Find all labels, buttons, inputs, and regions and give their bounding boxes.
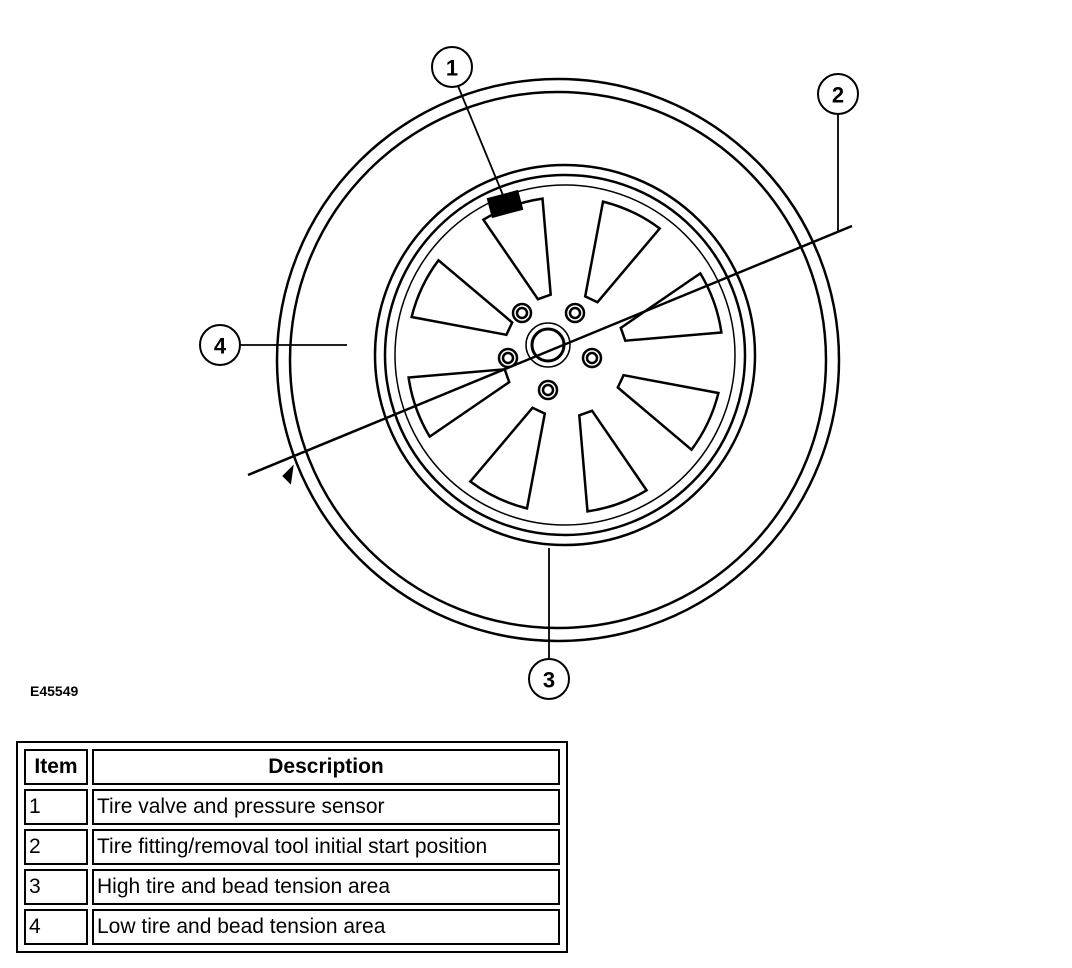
legend-item-number: 3 <box>24 869 88 905</box>
legend-header-description: Description <box>92 749 560 785</box>
spoke-window <box>468 406 547 510</box>
legend-item-description: Low tire and bead tension area <box>92 909 560 945</box>
callout-3-circle <box>528 658 570 700</box>
spoke-window <box>619 271 723 343</box>
legend-item-number: 2 <box>24 829 88 865</box>
lug-nut <box>537 379 559 401</box>
rotation-arrow <box>282 464 294 485</box>
legend-row: 2 Tire fitting/removal tool initial star… <box>24 829 560 865</box>
callout-2-label: 2 <box>832 83 844 108</box>
lug-nut-center <box>541 383 555 397</box>
tire-valve <box>486 189 524 219</box>
spoke-window <box>410 258 514 337</box>
spoke-windows <box>407 197 723 513</box>
legend-item-number: 4 <box>24 909 88 945</box>
lug-nut-center <box>568 306 582 320</box>
rim-outer-edge <box>373 163 757 547</box>
spoke-window <box>583 200 662 304</box>
legend-header-item: Item <box>24 749 88 785</box>
callout-4-circle <box>199 324 241 366</box>
lug-nut <box>581 347 603 369</box>
legend-item-description: Tire fitting/removal tool initial start … <box>92 829 560 865</box>
callout-4-label: 4 <box>214 334 227 359</box>
tire-outer-edge <box>275 77 841 643</box>
rim-lip <box>394 184 736 526</box>
callout-2-circle <box>817 73 859 115</box>
lug-nut-center <box>515 306 529 320</box>
legend-item-number: 1 <box>24 789 88 825</box>
legend-row: 4 Low tire and bead tension area <box>24 909 560 945</box>
legend-row: 1 Tire valve and pressure sensor <box>24 789 560 825</box>
figure-id: E45549 <box>30 683 79 699</box>
hub-ring <box>525 322 571 368</box>
leader-line-1 <box>457 85 506 201</box>
lug-nut-center <box>585 351 599 365</box>
lug-nut <box>564 302 586 324</box>
spoke-window <box>407 367 511 439</box>
callout-3-label: 3 <box>543 668 555 693</box>
rim-inner-edge <box>383 173 747 537</box>
tool-line <box>247 224 853 477</box>
legend-table: Item Description 1 Tire valve and pressu… <box>16 741 568 953</box>
legend-item-description: High tire and bead tension area <box>92 869 560 905</box>
lug-nut-center <box>501 351 515 365</box>
spoke-window <box>577 409 649 513</box>
legend-row: 3 High tire and bead tension area <box>24 869 560 905</box>
spoke-window <box>616 373 720 452</box>
wheel-diagram: 1 2 3 4 <box>199 46 859 700</box>
legend-item-description: Tire valve and pressure sensor <box>92 789 560 825</box>
tire-tread-edge <box>288 90 828 630</box>
callout-1-label: 1 <box>446 56 458 81</box>
lug-nut <box>511 302 533 324</box>
callout-1-circle <box>431 46 473 88</box>
legend-header-row: Item Description <box>24 749 560 785</box>
